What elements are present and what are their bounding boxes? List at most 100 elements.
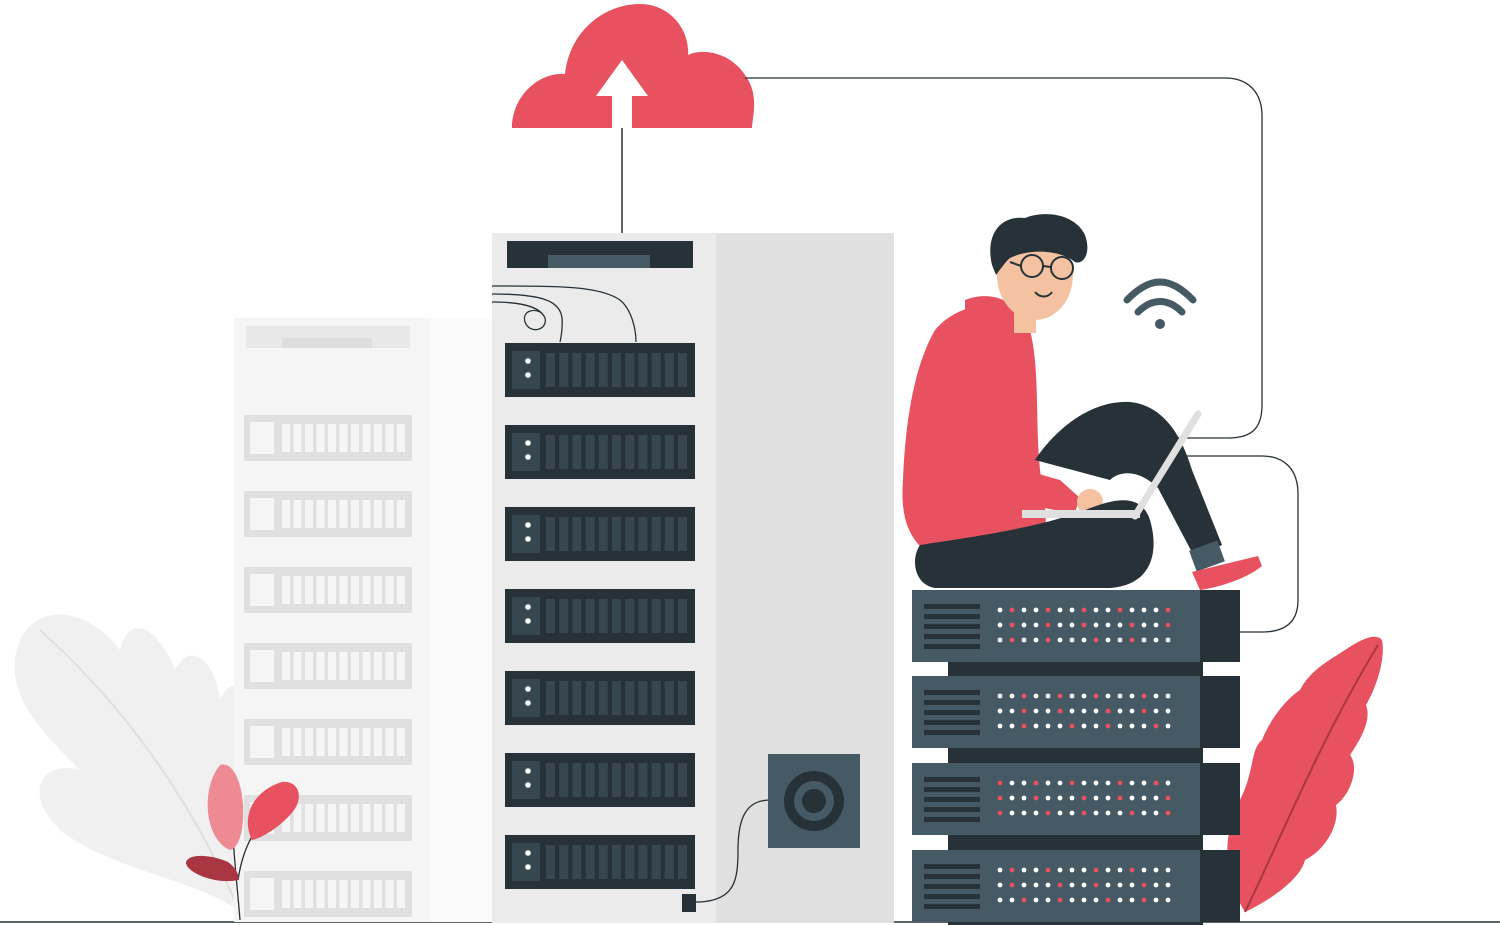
- rack-unit-drive-bay: [625, 845, 635, 879]
- server-led: [1081, 723, 1087, 729]
- server-led: [1081, 810, 1087, 816]
- speaker-center: [802, 789, 826, 813]
- rack-unit-drive-bay: [559, 353, 569, 387]
- rack-unit-drive-bay: [651, 435, 661, 469]
- server-led: [1045, 637, 1051, 643]
- rack-unit-panel: [512, 761, 540, 799]
- rack-unit-drive-bay: [625, 681, 635, 715]
- server-led: [1045, 622, 1051, 628]
- server-led: [1093, 637, 1099, 643]
- rack-unit-drive-bay: [612, 353, 621, 387]
- server-led: [1117, 637, 1123, 643]
- server-connector: [948, 746, 1203, 764]
- rack-unit-drive-bay: [678, 681, 687, 715]
- rack-unit-drive-bay: [585, 763, 595, 797]
- server-led: [1165, 607, 1171, 613]
- cloud-shape: [512, 4, 755, 128]
- server-led: [1129, 607, 1135, 613]
- rack-unit-led: [525, 700, 531, 706]
- server-led: [1021, 882, 1027, 888]
- server-led: [1117, 795, 1123, 801]
- server-led: [1069, 693, 1075, 699]
- faded-rack-drive-bay: [282, 424, 290, 452]
- rack-unit-drive-bay: [625, 517, 635, 551]
- rack-unit-panel: [512, 679, 540, 717]
- server-vent: [924, 864, 980, 869]
- server-led: [1141, 622, 1147, 628]
- server-led: [997, 708, 1003, 714]
- faded-rack-unit-panel: [250, 650, 274, 682]
- rack-unit-drive-bay: [572, 845, 582, 879]
- faded-rack-drive-bay: [362, 728, 371, 756]
- server-led: [1057, 622, 1063, 628]
- faded-rack-drive-bay: [328, 804, 336, 832]
- server-led: [1069, 708, 1075, 714]
- rack-unit-drive-bay: [598, 681, 608, 715]
- server-led: [1129, 882, 1135, 888]
- wifi-arc-middle: [1134, 298, 1186, 316]
- server-led: [1141, 708, 1147, 714]
- server-led: [1033, 780, 1039, 786]
- rack-unit-panel: [512, 433, 540, 471]
- server-led: [1153, 897, 1159, 903]
- faded-rack-top-slot: [282, 338, 372, 348]
- server-led: [1021, 708, 1027, 714]
- server-vent: [924, 644, 980, 649]
- server-led: [1081, 607, 1087, 613]
- server-vent: [924, 904, 980, 909]
- server-led: [1081, 882, 1087, 888]
- faded-rack-drive-bay: [293, 804, 302, 832]
- server-led: [1117, 882, 1123, 888]
- server-led: [1153, 867, 1159, 873]
- server-led: [997, 693, 1003, 699]
- faded-rack-drive-bay: [305, 500, 313, 528]
- server-led: [1009, 867, 1015, 873]
- server-led: [1117, 780, 1123, 786]
- faded-rack-drive-bay: [328, 576, 336, 604]
- server-led: [1165, 897, 1171, 903]
- faded-rack-drive-bay: [328, 500, 336, 528]
- server-led: [1117, 897, 1123, 903]
- rack-unit-drive-bay: [598, 763, 608, 797]
- server-led: [1105, 622, 1111, 628]
- server-led: [1129, 795, 1135, 801]
- server-led: [1021, 780, 1027, 786]
- rack-unit-drive-bay: [559, 763, 569, 797]
- rack-unit-drive-bay: [572, 763, 582, 797]
- server-vent: [924, 690, 980, 695]
- server-led: [1093, 607, 1099, 613]
- rack-unit-led: [525, 604, 531, 610]
- rack-unit-drive-bay: [612, 681, 621, 715]
- server-led: [1021, 810, 1027, 816]
- server-led: [1045, 708, 1051, 714]
- server-box-side: [1200, 590, 1240, 662]
- rack-unit-drive-bay: [638, 763, 648, 797]
- rack-unit-drive-bay: [651, 681, 661, 715]
- rack-unit-drive-bay: [572, 353, 582, 387]
- rack-unit-panel: [512, 597, 540, 635]
- rack-unit-drive-bay: [585, 681, 595, 715]
- rack-unit-drive-bay: [585, 599, 595, 633]
- server-led: [1033, 897, 1039, 903]
- person-legs: [915, 500, 1154, 588]
- server-led: [1153, 723, 1159, 729]
- rack-unit-panel: [512, 843, 540, 881]
- server-led: [1141, 882, 1147, 888]
- server-led: [1009, 882, 1015, 888]
- server-led: [997, 780, 1003, 786]
- faded-rack-drive-bay: [385, 576, 394, 604]
- faded-rack-drive-bay: [316, 500, 325, 528]
- person-sock: [1189, 540, 1225, 572]
- rack-unit-drive-bay: [638, 681, 648, 715]
- rack-unit-panel: [512, 351, 540, 389]
- plant-leaf-pink: [207, 764, 244, 850]
- faded-rack-drive-bay: [397, 880, 405, 908]
- faded-rack-drive-bay: [374, 880, 382, 908]
- server-led: [1153, 693, 1159, 699]
- rack-unit-drive-bay: [678, 599, 687, 633]
- server-led: [1009, 795, 1015, 801]
- server-led: [1105, 708, 1111, 714]
- server-led: [1069, 897, 1075, 903]
- server-led: [1129, 693, 1135, 699]
- server-led: [1117, 867, 1123, 873]
